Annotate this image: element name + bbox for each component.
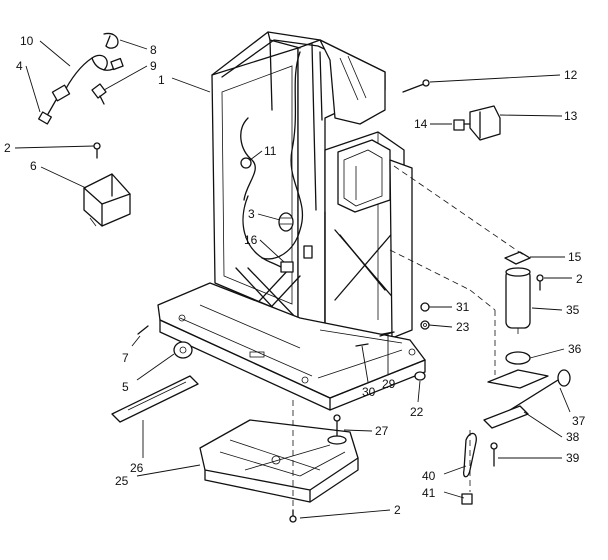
screw-7: [137, 325, 149, 335]
label-part-11: 11: [264, 144, 277, 158]
label-part-30: 30: [362, 385, 376, 399]
label-part-31: 31: [456, 300, 470, 314]
label-part-4: 4: [16, 59, 23, 73]
plug-4: [38, 99, 57, 125]
bracket-15: [504, 251, 531, 265]
screw-29: [379, 331, 395, 337]
cover-6: [83, 173, 131, 227]
base-frame: [157, 282, 426, 411]
label-part-2-top: 2: [4, 141, 11, 155]
knob-5: [173, 341, 193, 359]
bracket-38: [483, 405, 529, 429]
screw-2-top: [93, 142, 101, 159]
label-part-13: 13: [564, 109, 578, 123]
label-part-8: 8: [150, 43, 157, 57]
leader-lines: [14, 39, 572, 519]
label-part-26: 26: [130, 461, 144, 475]
cap-41: [461, 493, 473, 505]
grommet-3: [278, 212, 294, 232]
strip-26: [111, 375, 199, 423]
assembly-lines: [292, 165, 526, 508]
label-part-23: 23: [456, 320, 470, 334]
strain-relief-9: [91, 83, 107, 105]
label-part-40: 40: [422, 469, 436, 483]
screw-2-right: [536, 274, 544, 291]
label-part-12: 12: [564, 68, 578, 82]
capacitor-35: [505, 267, 531, 334]
switch-16: [280, 245, 313, 273]
foot-27: [327, 414, 347, 445]
label-part-35: 35: [566, 303, 580, 317]
screw-39: [490, 442, 498, 467]
label-part-25: 25: [115, 474, 129, 488]
fitting-31: [420, 302, 430, 312]
bracket-13: [469, 105, 501, 141]
screw-2-bottom: [289, 509, 297, 523]
fitting-22: [414, 371, 426, 381]
label-part-41: 41: [422, 486, 436, 500]
label-part-29: 29: [382, 377, 396, 391]
label-part-6: 6: [30, 159, 37, 173]
label-part-27: 27: [375, 424, 389, 438]
label-part-10: 10: [20, 34, 34, 48]
label-part-22: 22: [410, 405, 424, 419]
clip-14: [453, 119, 471, 131]
label-part-37: 37: [572, 414, 586, 428]
label-part-2-right: 2: [576, 272, 583, 286]
label-part-9: 9: [150, 59, 157, 73]
part-labels: 1 2 2 2 3 4 5 6 7 8 9 10 11 12 13 14 15 …: [4, 34, 586, 517]
drain-pan: [199, 419, 359, 503]
label-part-3: 3: [248, 207, 255, 221]
label-part-2-bottom: 2: [394, 503, 401, 517]
sensor-11: [240, 157, 252, 169]
label-part-16: 16: [244, 233, 258, 247]
label-part-7: 7: [122, 351, 129, 365]
label-part-39: 39: [566, 451, 580, 465]
strap-36: [487, 351, 549, 389]
fitting-23: [420, 320, 430, 330]
screw-12: [402, 79, 430, 93]
label-part-5: 5: [122, 380, 129, 394]
label-part-1: 1: [158, 73, 165, 87]
clip-8: [103, 32, 119, 49]
label-part-38: 38: [566, 430, 580, 444]
label-part-15: 15: [568, 250, 582, 264]
power-cord-10: [51, 54, 124, 102]
label-part-14: 14: [414, 117, 428, 131]
label-part-36: 36: [568, 342, 582, 356]
cabinet-frame: [211, 31, 413, 346]
screw-30: [355, 343, 369, 347]
